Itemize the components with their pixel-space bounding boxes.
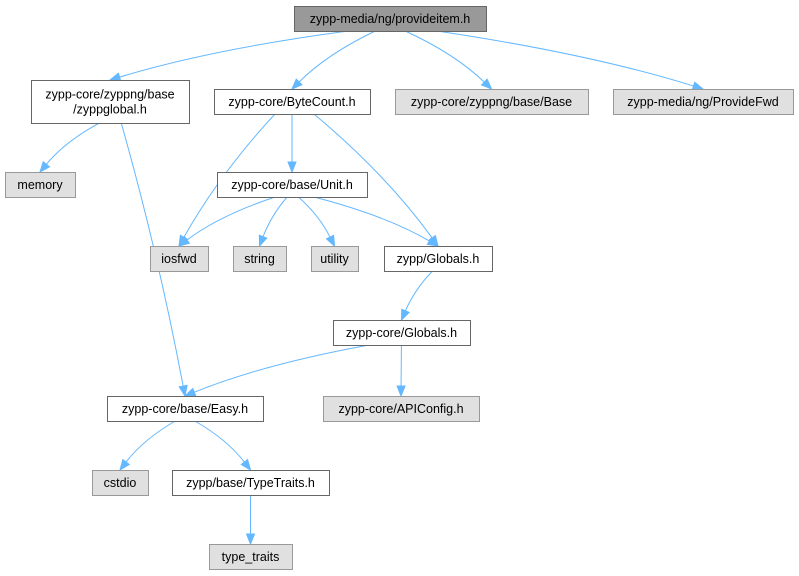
node-zyppglobals[interactable]: zypp/Globals.h — [384, 246, 493, 272]
node-cstdio: cstdio — [92, 470, 149, 496]
node-label-bytecount-0: zypp-core/ByteCount.h — [228, 95, 355, 109]
arrowhead-zyppglobals-to-coreglobals — [400, 308, 410, 322]
node-label-coreglobals-0: zypp-core/Globals.h — [346, 326, 457, 340]
node-providefwd: zypp-media/ng/ProvideFwd — [613, 89, 794, 115]
node-label-cstdio-0: cstdio — [104, 476, 137, 490]
node-iosfwd: iosfwd — [150, 246, 209, 272]
node-label-easy-0: zypp-core/base/Easy.h — [122, 402, 248, 416]
node-box-zyppglobals — [384, 246, 493, 272]
arrowhead-provideitem-to-bytecount — [291, 78, 303, 90]
node-label-provideitem-0: zypp-media/ng/provideitem.h — [310, 12, 471, 26]
node-box-easy — [107, 396, 264, 422]
node-memory: memory — [5, 172, 76, 198]
node-box-providefwd — [613, 89, 794, 115]
node-label-string-0: string — [244, 252, 275, 266]
arrowhead-provideitem-to-zyppglobal — [108, 72, 122, 82]
node-box-cstdio — [92, 470, 149, 496]
edge-unit-to-iosfwd — [185, 196, 276, 241]
node-typetraits[interactable]: zypp/base/TypeTraits.h — [172, 470, 330, 496]
arrowhead-bytecount-to-unit — [287, 161, 297, 174]
arrowhead-unit-to-string — [258, 234, 268, 248]
node-base: zypp-core/zyppng/base/Base — [395, 89, 589, 115]
node-label-type_traits-0: type_traits — [222, 550, 280, 564]
node-label-apiconfig-0: zypp-core/APIConfig.h — [338, 402, 463, 416]
node-label-zyppglobal-0: zypp-core/zyppng/base — [45, 87, 174, 101]
edge-provideitem-to-base — [405, 30, 486, 84]
arrowhead-zyppglobal-to-memory — [39, 160, 51, 174]
node-box-zyppglobal — [31, 80, 190, 124]
node-box-unit — [217, 172, 368, 198]
node-box-bytecount — [214, 89, 371, 115]
edge-provideitem-to-providefwd — [436, 30, 695, 87]
node-label-zyppglobal-1: /zyppglobal.h — [73, 102, 147, 116]
node-box-coreglobals — [333, 320, 471, 346]
node-coreglobals[interactable]: zypp-core/Globals.h — [333, 320, 471, 346]
node-label-typetraits-0: zypp/base/TypeTraits.h — [186, 476, 315, 490]
node-box-typetraits — [172, 470, 330, 496]
arrowhead-provideitem-to-base — [480, 78, 493, 90]
edge-easy-to-cstdio — [125, 420, 176, 464]
node-apiconfig: zypp-core/APIConfig.h — [323, 396, 480, 422]
arrowhead-unit-to-zyppglobals — [426, 236, 440, 247]
node-string: string — [233, 246, 287, 272]
arrowhead-provideitem-to-providefwd — [691, 81, 705, 91]
edge-provideitem-to-zyppglobal — [118, 30, 349, 78]
edge-unit-to-string — [262, 196, 288, 238]
arrowhead-coreglobals-to-apiconfig — [396, 385, 406, 398]
node-label-memory-0: memory — [17, 178, 63, 192]
edge-zyppglobals-to-coreglobals — [404, 270, 433, 312]
node-label-utility-0: utility — [320, 252, 349, 266]
arrowhead-zyppglobal-to-easy — [178, 384, 188, 398]
node-unit[interactable]: zypp-core/base/Unit.h — [217, 172, 368, 198]
arrowhead-coreglobals-to-easy — [183, 387, 197, 397]
node-provideitem[interactable]: zypp-media/ng/provideitem.h — [294, 6, 487, 32]
edges-layer — [39, 30, 705, 546]
node-type_traits: type_traits — [209, 544, 293, 570]
edge-unit-to-zyppglobals — [313, 196, 431, 242]
node-box-base — [395, 89, 589, 115]
arrowhead-typetraits-to-type_traits — [245, 533, 256, 546]
node-box-apiconfig — [323, 396, 480, 422]
node-box-provideitem — [294, 6, 487, 32]
node-label-iosfwd-0: iosfwd — [161, 252, 196, 266]
node-zyppglobal[interactable]: zypp-core/zyppng/base/zyppglobal.h — [31, 80, 190, 124]
node-easy[interactable]: zypp-core/base/Easy.h — [107, 396, 264, 422]
arrowhead-unit-to-iosfwd — [177, 235, 191, 247]
node-bytecount[interactable]: zypp-core/ByteCount.h — [214, 89, 371, 115]
node-label-unit-0: zypp-core/base/Unit.h — [231, 178, 353, 192]
arrowhead-unit-to-utility — [325, 234, 336, 248]
edge-provideitem-to-bytecount — [298, 30, 376, 83]
arrowhead-easy-to-typetraits — [240, 458, 252, 472]
edge-easy-to-typetraits — [194, 420, 246, 464]
node-label-providefwd-0: zypp-media/ng/ProvideFwd — [627, 95, 779, 109]
edge-bytecount-to-zyppglobals — [313, 113, 434, 240]
node-utility: utility — [311, 246, 359, 272]
edge-coreglobals-to-easy — [193, 344, 370, 394]
node-label-zyppglobals-0: zypp/Globals.h — [397, 252, 480, 266]
edge-zyppglobal-to-memory — [45, 122, 100, 166]
edge-unit-to-utility — [298, 196, 331, 239]
arrowhead-easy-to-cstdio — [119, 458, 131, 472]
node-box-type_traits — [209, 544, 293, 570]
node-box-string — [233, 246, 287, 272]
nodes-layer: zypp-media/ng/provideitem.h zypp-core/zyp… — [5, 6, 794, 570]
node-label-base-0: zypp-core/zyppng/base/Base — [411, 95, 572, 109]
node-box-memory — [5, 172, 76, 198]
node-box-iosfwd — [150, 246, 209, 272]
node-box-utility — [311, 246, 359, 272]
